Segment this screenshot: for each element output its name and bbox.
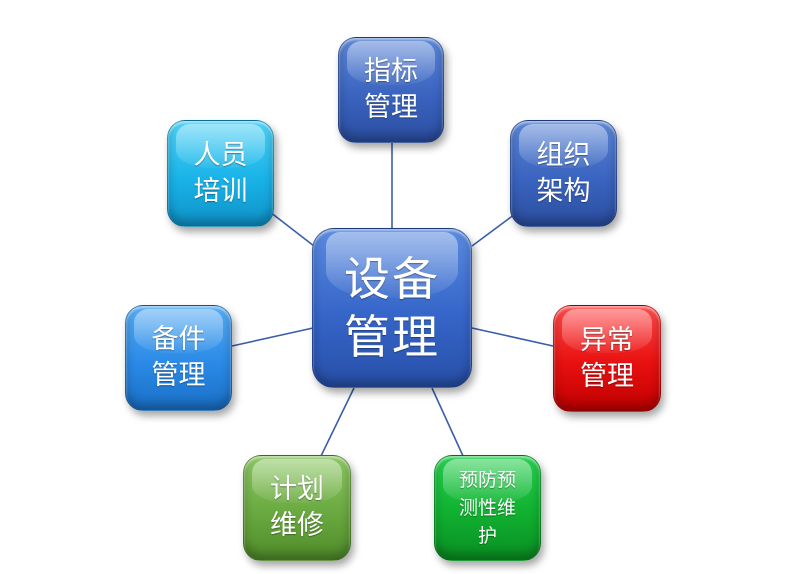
node-staff-line-2: 培训 [193, 175, 248, 207]
center-node-equipment-management[interactable]: 设备 管理 [312, 228, 472, 388]
node-staff-training[interactable]: 人员 培训 [167, 120, 274, 227]
node-indicator-line-1: 指标 [364, 56, 418, 87]
node-predict-line-1: 预防预 [458, 469, 516, 491]
node-staff-line-1: 人员 [193, 139, 248, 171]
node-org-line-1: 组织 [536, 139, 591, 171]
node-predictive-maintenance[interactable]: 预防预 测性维 护 [434, 455, 541, 561]
node-plan-line-1: 计划 [270, 474, 324, 505]
node-spare-parts-management[interactable]: 备件 管理 [125, 305, 232, 411]
connector-abnormal [471, 327, 554, 347]
connector-staff [269, 211, 315, 247]
node-abnormal-line-1: 异常 [580, 324, 634, 356]
node-spare-line-1: 备件 [151, 324, 206, 355]
node-planned-maintenance[interactable]: 计划 维修 [243, 455, 351, 561]
node-predict-line-3: 护 [477, 525, 497, 547]
center-node-line-1: 设备 [344, 252, 440, 306]
connector-predict [431, 387, 464, 457]
node-plan-line-2: 维修 [270, 510, 324, 541]
node-abnormal-management[interactable]: 异常 管理 [553, 305, 661, 412]
node-spare-line-2: 管理 [151, 360, 206, 391]
center-node-line-2: 管理 [344, 310, 440, 364]
node-org-line-2: 架构 [536, 175, 591, 207]
connector-plan [320, 387, 355, 457]
node-indicator-line-2: 管理 [364, 92, 418, 123]
node-indicator-management[interactable]: 指标 管理 [338, 37, 444, 143]
node-organization-structure[interactable]: 组织 架构 [510, 120, 617, 227]
node-predict-line-2: 测性维 [458, 497, 516, 519]
node-abnormal-line-2: 管理 [580, 360, 634, 392]
connector-org [471, 213, 516, 247]
connector-spare [231, 327, 314, 347]
